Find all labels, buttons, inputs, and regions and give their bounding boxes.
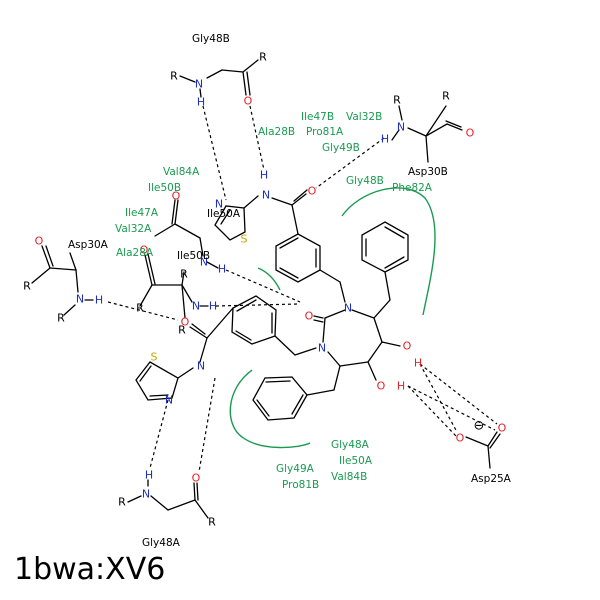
atom-h-ile50b: H [218,263,226,276]
atom-h-asp30b: H [381,133,389,146]
hydrophobic-arc-left [257,267,281,291]
ring-benzyl-top [361,221,409,273]
atom-n-ile50b: N [200,256,208,269]
atom-r-gly48a-2: R [208,516,216,529]
label-pro81a: Pro81A [306,126,344,138]
atom-o-hydroxyl2: O [377,380,386,393]
residue-ile50-fragment [139,199,219,319]
atom-r-ile50a-2: R [178,324,186,337]
label-ala28a: Ala28A [116,247,154,259]
atom-r-asp30a: R [23,280,31,293]
atom-o-asp25a-1: O [456,432,465,445]
diagram-caption: 1bwa:XV6 [14,552,166,587]
label-phe82a: Phe82A [392,182,433,194]
atom-h-asp30a: H [95,294,103,307]
atom-n-gly48b: N [195,78,203,91]
atom-n-asp30a: N [76,293,84,306]
atom-o-carbonyl: O [305,310,314,323]
label-asp30a: Asp30A [68,239,109,251]
label-gly49a: Gly49A [276,463,315,475]
hydrophobic-arc-top-right [341,187,436,316]
atom-n-ring2: N [318,342,326,355]
atom-o-ile50a: O [172,190,181,203]
hydrogen-bonds [107,105,498,473]
atom-n-amide-upper: N [262,189,270,202]
residue-labels-hydrophobic: Ile47B Val32B Ala28B Pro81A Gly49B Gly48… [115,111,433,491]
atom-h-ile50a: H [209,300,217,313]
label-val32b: Val32B [346,111,382,123]
label-asp25a: Asp25A [471,473,512,485]
label-gly48b: Gly48B [192,33,230,45]
residue-gly48b-fragment [179,59,259,98]
atom-o-gly48b: O [244,95,253,108]
label-ile47b: Ile47B [301,111,334,123]
atom-h-hydroxyl2: H [397,380,405,393]
label-pro81b: Pro81B [282,479,319,491]
hydrophobic-arc-bottom [229,369,311,449]
label-gly48a-contact: Gly48A [331,439,370,451]
atom-r-asp30b-2: R [442,90,450,103]
atom-labels: N N O O O O N N S O N N S R N H R O R N … [23,51,506,529]
atom-h-amide-upper: H [260,169,268,182]
ring-aryl-lower [231,295,277,345]
thiazole-amide-upper [214,189,308,241]
atom-n-ile50a: N [192,300,200,313]
atom-o-amide-lower: O [181,316,190,329]
atom-r-ile50b: R [180,268,188,281]
atom-n-thiazole-lower: N [165,394,173,407]
label-ile50b: Ile50B [177,250,210,262]
label-ile50a: Ile50A [207,208,241,220]
label-asp30b: Asp30B [408,166,448,178]
atom-r-asp30a-2: R [57,312,65,325]
atom-n-thiazole-upper: N [215,198,223,211]
atom-h-gly48b: H [197,96,205,109]
atom-n-gly48a: N [142,488,150,501]
label-gly48a: Gly48A [142,537,181,549]
atom-charge-asp25a: ⊖ [474,419,485,434]
atom-o-hydroxyl1: O [403,340,412,353]
residue-asp25a-fragment [465,431,501,469]
atom-o-gly48a: O [192,472,201,485]
residue-gly48a-fragment [127,479,209,519]
atom-n-ring1: N [344,302,352,315]
atom-h-gly48a: H [145,469,153,482]
atom-n-amide-lower: N [197,360,205,373]
label-gly48b-contact: Gly48B [346,175,384,187]
hydrophobic-arcs [229,187,436,449]
label-gly49b: Gly49B [322,142,360,154]
label-ala28b: Ala28B [258,126,295,138]
atom-o-ile50b: O [140,244,149,257]
label-ile50a-contact: Ile50A [339,455,373,467]
residue-asp30a-fragment [31,245,94,316]
atom-r-gly48b: R [170,70,178,83]
atom-o-amide-upper: O [308,185,317,198]
ring-aryl-upper [275,233,321,283]
atom-h-hydroxyl1: H [414,357,422,370]
atom-r-gly48a: R [118,496,126,509]
atom-s-thiazole-lower: S [151,351,158,364]
residue-labels-bonded: Gly48B Asp30B Asp30A Gly48A Asp25A Ile50… [68,33,512,549]
label-ile47a: Ile47A [125,207,159,219]
residue-asp30b-fragment [391,105,463,163]
ring-benzyl-bottom [252,376,308,421]
label-val32a: Val32A [115,223,152,235]
ligand-bonds [274,269,401,396]
atom-n-asp30b: N [397,121,405,134]
atom-o-asp30b: O [466,127,475,140]
atom-r-ile50a: R [136,302,144,315]
label-val84a: Val84A [163,166,200,178]
atom-r-gly48b-2: R [259,51,267,64]
atom-o-asp25a-2: O [498,422,507,435]
thiazole-amide-lower [135,307,234,401]
label-val84b: Val84B [331,471,367,483]
atom-s-thiazole-upper: S [241,233,248,246]
atom-r-asp30b: R [393,94,401,107]
label-ile50b-contact: Ile50B [148,182,181,194]
atom-o-asp30a: O [35,235,44,248]
